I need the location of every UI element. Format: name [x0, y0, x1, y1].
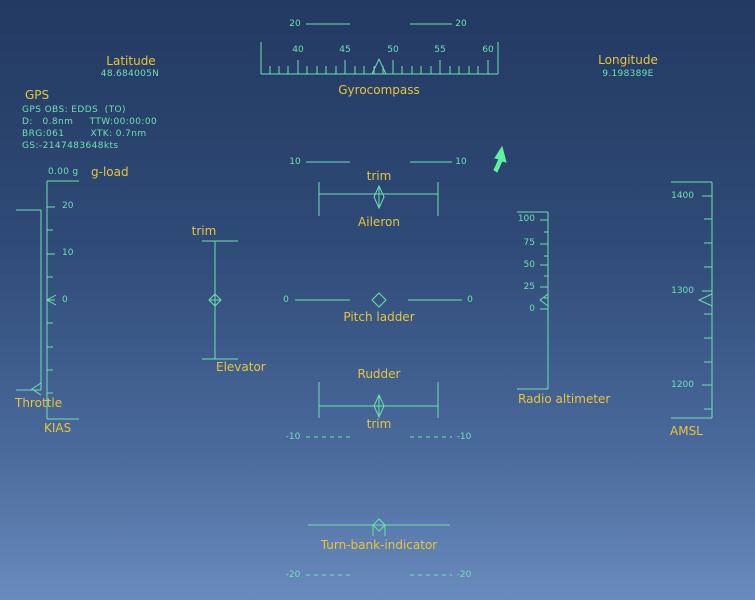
latitude-label: Latitude [106, 54, 156, 68]
g-load-label: g-load [91, 165, 129, 179]
kias-pointer-icon [45, 294, 57, 306]
radio-altimeter-label: Radio altimeter [518, 392, 611, 406]
gps-line: GPS OBS: EDDS (TO) [22, 105, 126, 115]
compass-tick-label: 55 [434, 45, 446, 55]
elevator-label: Elevator [216, 360, 266, 374]
radio-altimeter-pointer-icon [539, 293, 549, 307]
aileron-trim-label: trim [366, 169, 392, 183]
amsl-pointer-icon [697, 293, 713, 307]
kias-tick-label: 0 [62, 295, 68, 305]
g-load-value: 0.00 g [48, 167, 79, 177]
pitch-label: -20 [456, 570, 472, 580]
bank-scale-right: 20 [455, 19, 467, 29]
turn-bank-label: Turn-bank-indicator [320, 538, 438, 552]
longitude-label: Longitude [598, 53, 658, 67]
heading-pointer-icon [371, 57, 387, 75]
radio-alt-tick-label: 50 [523, 260, 535, 270]
turn-bank-indicator [308, 518, 450, 536]
kias-tick-label: 20 [62, 201, 74, 211]
pitch-label: 0 [283, 295, 289, 305]
rudder-label: Rudder [357, 367, 401, 381]
longitude-value: 9.198389E [602, 69, 654, 79]
amsl-tick-label: 1200 [671, 380, 694, 390]
pitch-label: -10 [285, 432, 301, 442]
gps-line: GS:-2147483648kts [22, 141, 119, 151]
pitch-label: 10 [455, 157, 467, 167]
gps-info-block: GPS OBS: EDDS (TO) D: 0.8nm TTW:00:00:00… [22, 104, 157, 152]
kias-tick-label: 10 [62, 248, 74, 258]
amsl-tick-label: 1300 [671, 286, 694, 296]
gps-line: BRG:061 XTK: 0.7nm [22, 129, 147, 139]
bank-scale-left: 20 [289, 19, 301, 29]
amsl-label: AMSL [670, 424, 703, 438]
compass-tick-label: 50 [387, 45, 399, 55]
radio-alt-tick-label: 100 [517, 214, 535, 224]
throttle-label: Throttle [15, 396, 63, 410]
throttle-gauge [16, 209, 42, 396]
gyrocompass-scale [260, 42, 499, 75]
aileron-label: Aileron [358, 215, 400, 229]
compass-tick-label: 45 [339, 45, 351, 55]
wind-arrow-icon [493, 145, 507, 173]
amsl-tick-label: 1400 [671, 191, 694, 201]
rudder-indicator [318, 382, 439, 419]
radio-alt-tick-label: 25 [523, 282, 535, 292]
radio-altimeter-scale [517, 211, 549, 390]
compass-tick-label: 40 [292, 45, 304, 55]
flight-path-marker-icon [371, 292, 387, 308]
pitch-label: 0 [467, 295, 473, 305]
pitch-label: -10 [456, 432, 472, 442]
gyrocompass-label: Gyrocompass [338, 83, 420, 97]
rudder-trim-label: trim [366, 417, 392, 431]
elevator-indicator [202, 240, 238, 360]
pitch-ladder-label: Pitch ladder [343, 310, 415, 324]
radio-alt-tick-label: 0 [529, 304, 535, 314]
compass-tick-label: 60 [482, 45, 494, 55]
gps-label: GPS [25, 88, 50, 102]
latitude-value: 48.684005N [100, 69, 160, 79]
pitch-label: 10 [289, 157, 301, 167]
gps-line: D: 0.8nm TTW:00:00:00 [22, 117, 158, 127]
aileron-indicator [318, 182, 439, 216]
radio-alt-tick-label: 75 [523, 238, 535, 248]
pitch-label: -20 [285, 570, 301, 580]
elevator-trim-label: trim [191, 224, 217, 238]
kias-label: KIAS [44, 421, 72, 435]
